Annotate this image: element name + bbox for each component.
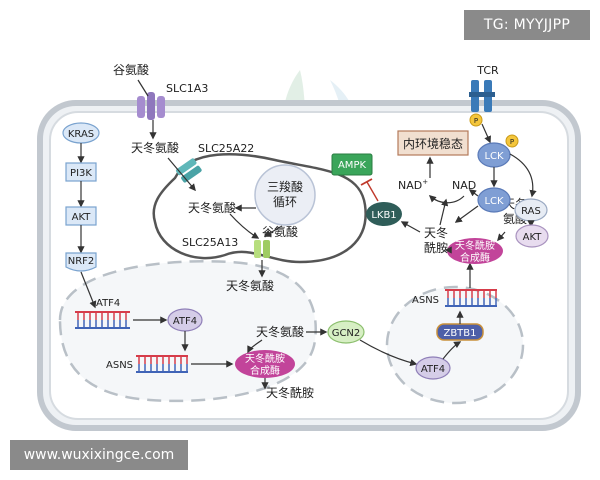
svg-text:PI3K: PI3K (70, 168, 92, 179)
svg-text:P: P (474, 117, 478, 125)
asparagine-right-label-1: 天冬 (424, 225, 448, 240)
svg-text:LCK: LCK (484, 196, 504, 207)
lkb1-inhibits-ampk (360, 178, 379, 202)
arrow-lck-to-ras (509, 153, 537, 198)
arrow-tcr-lck (481, 123, 491, 144)
nad-plus-label: NAD+ (398, 178, 428, 192)
slc25a22-label: SLC25A22 (198, 142, 254, 155)
svg-text:天冬酰胺: 天冬酰胺 (455, 239, 495, 252)
slc1a3-transporter (137, 92, 165, 120)
arrow-asp-down-to-slc25a13 (229, 213, 260, 239)
watermark-tg: TG: MYYJJPP (464, 10, 590, 40)
atf4-node-right: ATF4 (415, 356, 451, 380)
ampk-node: AMPK (331, 153, 373, 176)
arrow-lck-to-asparagine (454, 205, 479, 223)
kras-node: KRAS (62, 122, 100, 144)
svg-text:天冬酰胺: 天冬酰胺 (245, 352, 285, 365)
svg-text:GCN2: GCN2 (332, 328, 361, 339)
svg-text:ATF4: ATF4 (421, 364, 445, 375)
glutamate-mito-label: 谷氨酸 (262, 224, 298, 239)
tcr-receptor (469, 80, 495, 112)
svg-text:AMPK: AMPK (338, 160, 366, 171)
arrow-asp-right-to-enzyme (497, 231, 506, 242)
arrow-asp-to-mito (167, 157, 196, 192)
atf4-gene-label: ATF4 (96, 298, 120, 309)
arrow-asparagine-up-nad (439, 198, 449, 226)
akt-node-right: AKT (515, 224, 549, 248)
gcn2-node: GCN2 (327, 320, 365, 344)
asparagine-center-label: 天冬酰胺 (266, 385, 314, 400)
aspartate-mito-label: 天冬氨酸 (188, 200, 236, 215)
tca-label-line2: 循环 (273, 195, 297, 209)
svg-text:合成酶: 合成酶 (250, 364, 280, 377)
svg-text:NRF2: NRF2 (68, 256, 95, 267)
svg-text:KRAS: KRAS (68, 129, 94, 140)
zbtb1-node: ZBTB1 (436, 323, 484, 341)
slc1a3-label: SLC1A3 (166, 82, 208, 95)
asns-gene-label-left: ASNS (106, 360, 133, 371)
svg-text:内环境稳态: 内环境稳态 (403, 136, 463, 151)
tca-cycle-node (254, 164, 316, 226)
dna-atf4-gene (75, 311, 130, 329)
dna-asns-gene-left (136, 355, 188, 373)
svg-text:ATF4: ATF4 (173, 316, 197, 327)
watermark-url: www.wuxixingce.com (10, 440, 188, 470)
nrf2-node: NRF2 (65, 252, 97, 272)
arrow-nrf2-dna (80, 271, 97, 309)
svg-text:AKT: AKT (72, 212, 92, 223)
arrow-gcn2-to-atf4 (359, 339, 418, 367)
asparagine-synthetase-right: 天冬酰胺 合成酶 (447, 238, 503, 264)
asns-gene-label-right: ASNS (412, 295, 439, 306)
aspartate-center-label: 天冬氨酸 (256, 324, 304, 339)
arrow-lck-mid-to-nadh (468, 189, 479, 197)
phospho-p-lck: P (505, 134, 519, 148)
svg-text:P: P (510, 138, 514, 146)
nadh-label: NAD (452, 179, 476, 192)
lck-node-top: LCK (477, 142, 511, 168)
svg-text:ZBTB1: ZBTB1 (443, 328, 476, 339)
lkb1-node: LKB1 (366, 202, 402, 226)
tca-label-line1: 三羧酸 (267, 179, 303, 194)
slc25a13-transporter (254, 240, 270, 258)
slc25a13-label: SLC25A13 (182, 236, 238, 249)
ras-node: RAS (514, 198, 548, 222)
atf4-node-left: ATF4 (167, 308, 203, 332)
svg-text:合成酶: 合成酶 (460, 251, 490, 264)
svg-text:AKT: AKT (523, 232, 543, 243)
svg-text:LCK: LCK (484, 151, 504, 162)
svg-text:RAS: RAS (521, 206, 541, 217)
arrow-glu-into-mito (263, 225, 283, 237)
tcr-label: TCR (476, 64, 499, 77)
dna-asns-gene-right (445, 289, 497, 307)
homeostasis-box: 内环境稳态 (397, 130, 469, 156)
akt-node: AKT (65, 206, 97, 226)
glutamate-extracellular-label: 谷氨酸 (113, 62, 149, 77)
lck-node-mid: LCK (477, 187, 511, 213)
asparagine-synthetase-left: 天冬酰胺 合成酶 (235, 350, 295, 378)
svg-text:LKB1: LKB1 (371, 210, 396, 221)
arrow-atf4-to-zbtb1 (442, 341, 462, 360)
slc25a22-transporter (176, 158, 202, 183)
arrow-asp-to-enzyme (247, 339, 263, 354)
aspartate-cytosol-label: 天冬氨酸 (131, 140, 179, 155)
aspartate-below-mito-label: 天冬氨酸 (226, 278, 274, 293)
asparagine-right-label-2: 酰胺 (424, 241, 448, 255)
arrow-asparagine-to-lkb1 (400, 221, 421, 233)
phospho-p-top: P (469, 113, 483, 127)
arrow-glu-in (137, 79, 149, 97)
pi3k-node: PI3K (65, 162, 97, 182)
